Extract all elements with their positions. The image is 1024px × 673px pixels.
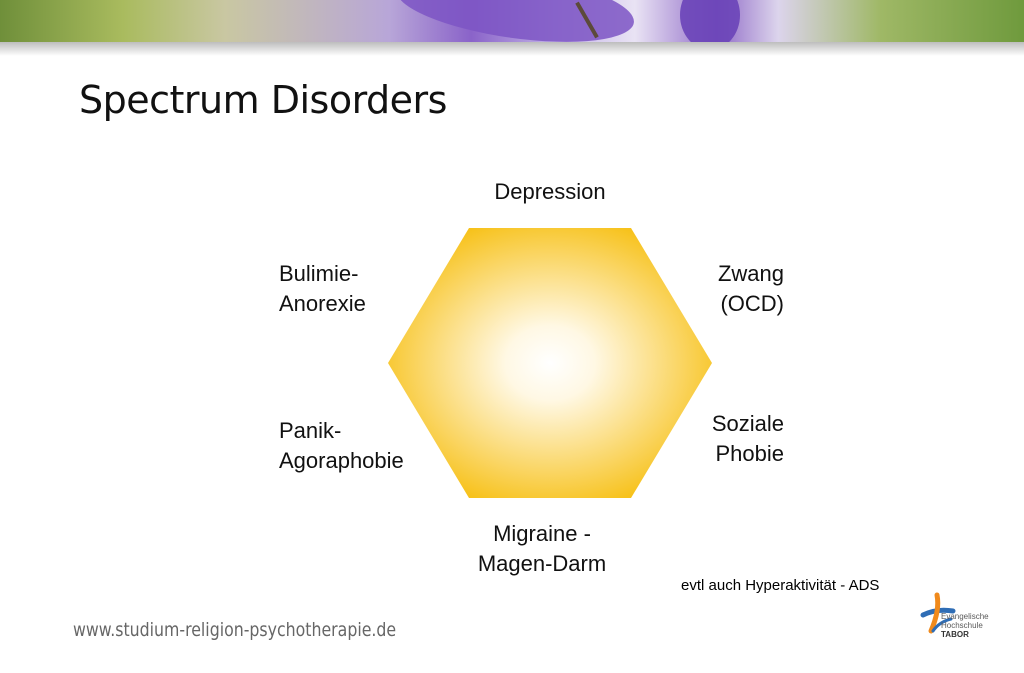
banner-shadow: [0, 42, 1024, 56]
label-migraine-magen-darm: Migraine - Magen-Darm: [477, 521, 607, 576]
label-soziale-phobie: Soziale Phobie: [711, 411, 784, 466]
label-panik-agoraphobie: Panik- Agoraphobie: [279, 418, 404, 473]
label-zwang-ocd: Zwang (OCD): [717, 261, 784, 316]
label-bulimie-anorexie: Bulimie- Anorexie: [279, 261, 366, 316]
label-depression: Depression: [494, 179, 606, 204]
header-banner-image: [0, 0, 1024, 42]
note-hyperaktivitaet: evtl auch Hyperaktivität - ADS: [681, 577, 880, 594]
logo-text: Evangelische Hochschule TABOR: [941, 612, 989, 639]
slide-title: Spectrum Disorders: [79, 78, 447, 122]
flower-petal: [391, 0, 639, 42]
flower-petal: [680, 0, 740, 42]
footer-url: www.studium-religion-psychotherapie.de: [73, 619, 397, 641]
hochschule-tabor-logo-icon: [920, 592, 956, 634]
center-hexagon: [388, 228, 712, 498]
